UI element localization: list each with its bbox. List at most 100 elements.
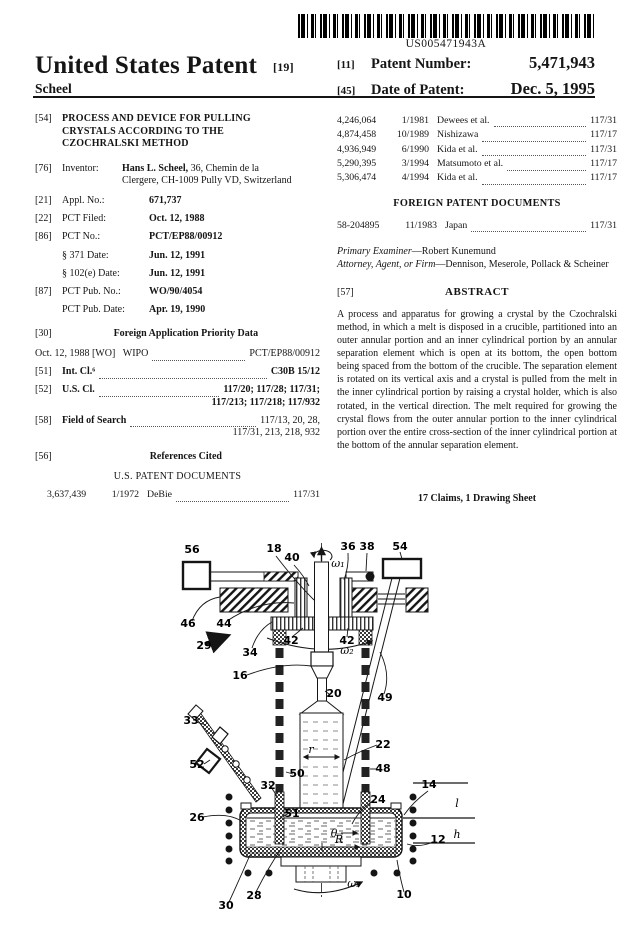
field-value: 671,737	[149, 194, 182, 206]
leader-dots	[130, 423, 257, 428]
ref-name: Dewees et al.	[437, 114, 490, 126]
figure-label-54: 54	[392, 540, 408, 553]
heater-coil-dots	[225, 793, 417, 877]
ref-class: 117/31	[590, 143, 617, 155]
foreign-docs-heading: FOREIGN PATENT DOCUMENTS	[393, 197, 561, 209]
field-value: Oct. 12, 1988	[149, 213, 205, 225]
attorney-label: Attorney, Agent, or Firm	[337, 258, 436, 270]
references-title: References Cited	[149, 451, 222, 463]
ref-name: Japan	[445, 219, 468, 231]
filing-field-row: [86] PCT No.: PCT/EP88/00912	[35, 231, 320, 244]
filing-field-row: § 102(e) Date: Jun. 12, 1991	[35, 268, 320, 281]
patent-number-row: [11] Patent Number: 5,471,943	[337, 53, 595, 73]
drive-box-56	[181, 560, 212, 591]
foreign-priority-heading: [30]Foreign Application Priority Data	[35, 328, 320, 341]
right-column: 4,246,064 1/1981 Dewees et al. 117/31 4,…	[337, 113, 617, 506]
spindle-housing	[270, 577, 374, 646]
ref-date: 10/1989	[396, 129, 429, 141]
figure-label-ω₁: ω₁	[331, 557, 344, 570]
field-label: PCT Filed:	[62, 213, 106, 225]
ref-date: 1/1981	[401, 114, 429, 126]
claims-note: 17 Claims, 1 Drawing Sheet	[417, 492, 537, 504]
abstract-title: ABSTRACT	[445, 286, 509, 299]
figure-label-51: 51	[284, 807, 299, 820]
reference-row: 4,246,064 1/1981 Dewees et al. 117/31	[337, 115, 617, 128]
priority-country: [WO]	[91, 348, 116, 360]
patent-date-label: Date of Patent:	[371, 82, 465, 98]
field-label: PCT Pub. Date:	[62, 304, 125, 316]
figure-label-16: 16	[232, 669, 248, 682]
field-code: [86]	[35, 231, 52, 243]
uscl-value: 117/20; 117/28; 117/31;	[223, 384, 320, 396]
header-right: [11] Patent Number: 5,471,943 [45] Date …	[337, 53, 595, 105]
ref-number: 4,246,064	[337, 114, 377, 126]
ref-date: 4/1994	[401, 172, 429, 184]
figure-label-28: 28	[246, 889, 261, 902]
crucible-pedestal	[280, 856, 364, 894]
ref-name: Kida et al.	[437, 143, 478, 155]
figure-label-ω₂: ω₂	[340, 644, 353, 657]
intcl-row: [51] Int. Cl.⁶ C30B 15/12	[35, 366, 320, 379]
intcl-code: [51]	[35, 366, 52, 378]
field-label: § 102(e) Date:	[62, 267, 120, 279]
ref-name: Kida et al.	[437, 172, 478, 184]
figure-label-48: 48	[375, 762, 390, 775]
ref-class: 117/31	[293, 489, 320, 501]
filing-fields: [21] Appl. No.: 671,737 [22] PCT Filed: …	[35, 195, 320, 317]
dimension-lines	[403, 782, 475, 844]
uscl-row: [52] U.S. Cl. 117/20; 117/28; 117/31;	[35, 384, 320, 397]
field-label: Appl. No.:	[62, 194, 105, 206]
ref-name: Nishizawa	[437, 129, 479, 141]
foreign-priority-title: Foreign Application Priority Data	[113, 327, 259, 339]
filing-field-row: [87] PCT Pub. No.: WO/90/4054	[35, 286, 320, 299]
leader-lines	[191, 551, 434, 903]
figure-label-32: 32	[260, 779, 275, 792]
left-column: [54] PROCESS AND DEVICE FOR PULLING CRYS…	[35, 113, 320, 502]
ref-number: 5,306,474	[337, 172, 377, 184]
figure-label-22: 22	[375, 738, 390, 751]
figure-label-R: R	[334, 833, 343, 846]
figure-label-r: r	[308, 743, 314, 756]
examiner-line: Primary Examiner—Robert Kunemund	[337, 246, 617, 259]
barcode	[298, 14, 594, 38]
field-value: PCT/EP88/00912	[149, 231, 223, 243]
figure-label-52: 52	[189, 758, 204, 771]
ref-number: 4,936,949	[337, 143, 377, 155]
field-value: Apr. 19, 1990	[149, 304, 206, 316]
right-us-references: 4,246,064 1/1981 Dewees et al. 117/31 4,…	[337, 115, 617, 185]
filing-field-row: [21] Appl. No.: 671,737	[35, 195, 320, 208]
rotation-arc-w3	[293, 881, 364, 894]
sensor-box-54	[381, 557, 423, 580]
field-label: § 371 Date:	[62, 249, 109, 261]
radius-R-dimension	[321, 843, 361, 851]
ref-class: 117/31	[590, 114, 617, 126]
field-label: PCT Pub. No.:	[62, 285, 121, 297]
feed-tube-33	[187, 704, 262, 803]
field-of-search-row: [58] Field of Search 117/13, 20, 28,	[35, 415, 320, 428]
reference-row: 5,290,395 3/1994 Matsumoto et al. 117/17	[337, 158, 617, 171]
field-value: Jun. 12, 1991	[149, 249, 206, 261]
examiner-label: Primary Examiner	[337, 246, 412, 258]
leader-dots	[482, 138, 587, 142]
patent-office-title: United States Patent	[35, 52, 258, 79]
examiner-name: —Robert Kunemund	[411, 246, 496, 258]
ref-date: 3/1994	[401, 157, 429, 169]
references-code: [56]	[35, 451, 52, 463]
figure-label-12: 12	[430, 833, 445, 846]
pull-rod-18	[314, 561, 329, 659]
fos-value: 117/13, 20, 28,	[260, 414, 320, 426]
separation-element-24	[274, 791, 371, 845]
priority-office: WIPO	[122, 348, 149, 360]
field-value: Jun. 12, 1991	[149, 267, 206, 279]
left-us-references: 3,637,439 1/1972 DeBie 117/31	[35, 489, 320, 502]
field-code: [22]	[35, 213, 52, 225]
shield-columns	[275, 648, 370, 792]
title-code: [54]	[35, 113, 52, 124]
figure-label-24: 24	[370, 793, 386, 806]
abstract-code: [57]	[337, 287, 354, 299]
fos-label: Field of Search	[62, 414, 127, 426]
leader-dots	[152, 357, 246, 361]
figure-label-ω₃: ω₃	[347, 877, 360, 890]
uscl-label: U.S. Cl.	[62, 384, 95, 396]
